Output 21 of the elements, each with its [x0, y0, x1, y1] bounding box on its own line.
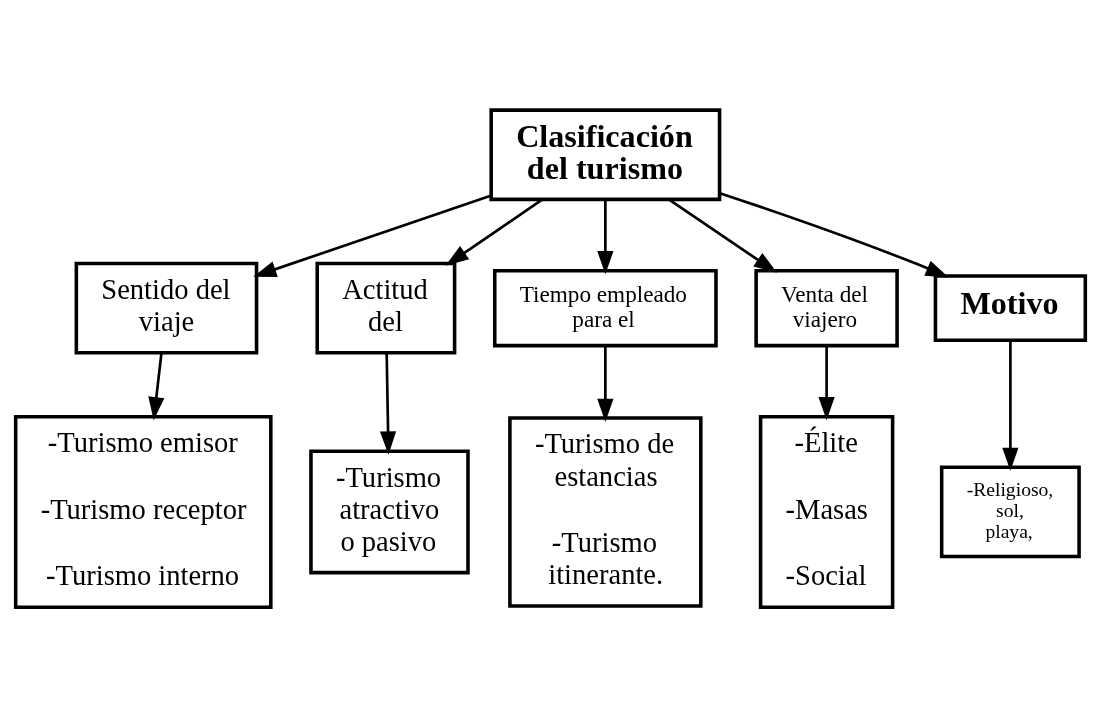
arrow	[379, 352, 397, 455]
node-box: -Turismo emisor -Turismo receptor -Turismo interno	[13, 414, 273, 609]
node-box: -Religioso, sol, playa,	[939, 465, 1081, 559]
arrow	[668, 198, 778, 273]
arrow	[445, 198, 544, 266]
node-box: Venta del viajero	[754, 268, 899, 348]
arrow	[597, 345, 614, 423]
arrow	[148, 352, 165, 421]
node-box: Tiempo empleado para el	[492, 268, 718, 348]
arrow	[597, 199, 614, 275]
node-box: Sentido del viaje	[74, 261, 259, 355]
node-box: Motivo	[933, 274, 1088, 343]
node-box: -Turismo de estancias -Turismo itinerante.	[508, 416, 703, 608]
node-box: Actitud del	[315, 261, 457, 355]
arrow	[1002, 340, 1019, 471]
node-box: -Élite -Masas -Social	[758, 414, 895, 609]
arrow	[818, 345, 835, 421]
arrow	[719, 191, 949, 278]
node-box: -Turismo atractivo o pasivo	[309, 449, 470, 575]
node-box: Clasificación del turismo	[489, 108, 722, 202]
arrow	[253, 194, 492, 277]
